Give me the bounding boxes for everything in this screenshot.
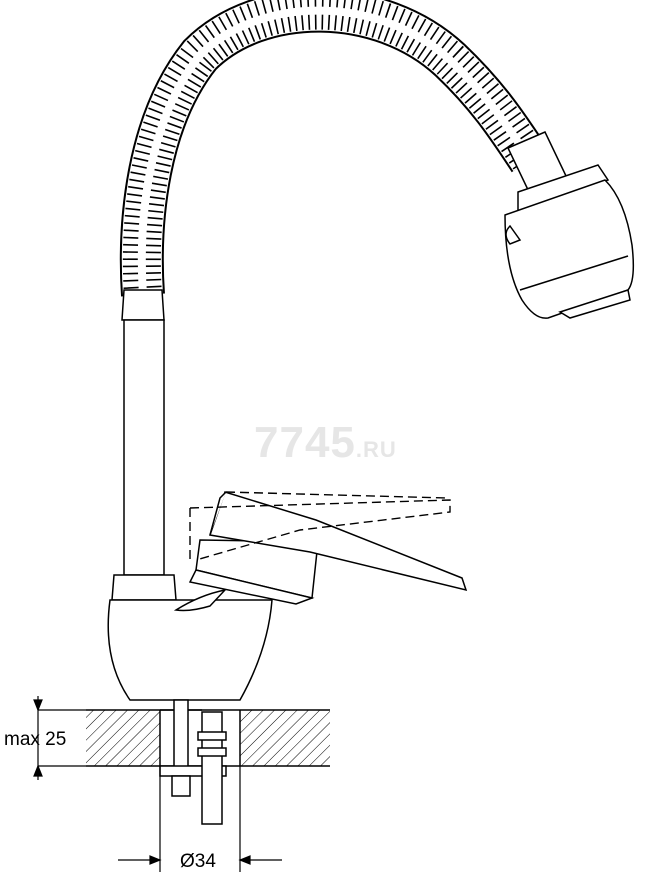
watermark-logo: 7745.RU <box>254 418 397 468</box>
watermark-main: 7745 <box>254 418 356 467</box>
mounting-hardware <box>159 699 227 825</box>
thickness-dimension <box>33 696 86 780</box>
spray-head <box>504 131 635 319</box>
diameter-label: Ø34 <box>180 851 216 872</box>
faucet-body <box>107 588 273 701</box>
hole-diameter-dimension <box>118 766 282 872</box>
thickness-label: max 25 <box>4 729 66 750</box>
flexible-spout-hose <box>119 0 549 297</box>
countertop-right-section <box>240 710 330 766</box>
mixer-lever <box>188 491 468 605</box>
watermark-tld: .RU <box>355 437 397 462</box>
lever-alternate-position <box>189 491 451 561</box>
riser-pipe <box>111 289 177 601</box>
countertop-left-section <box>86 710 160 766</box>
